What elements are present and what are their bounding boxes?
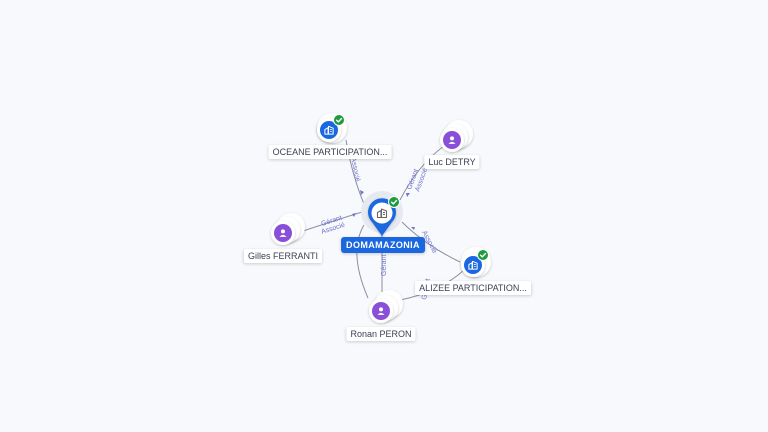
center-node-label[interactable]: DOMAMAZONIA: [341, 237, 425, 253]
node-label-gilles[interactable]: Gilles FERRANTI: [243, 249, 323, 263]
arrow-oceane: [360, 190, 364, 195]
edge-luc: [399, 145, 445, 201]
verified-icon: [388, 196, 400, 208]
node-ronan[interactable]: [369, 290, 403, 323]
arrow-luc: [406, 193, 410, 197]
node-luc[interactable]: [440, 120, 473, 152]
edge-alizee: [401, 221, 461, 263]
edge-ronan-a: [356, 224, 369, 299]
edge-label-ronan-1: Gérant: [381, 255, 388, 276]
center-node[interactable]: [361, 191, 403, 236]
arrow-gilles: [352, 213, 356, 217]
edge-gilles: [299, 211, 363, 233]
node-oceane[interactable]: [317, 113, 347, 143]
node-label-oceane[interactable]: OCEANE PARTICIPATION...: [268, 145, 392, 159]
verified-icon: [477, 249, 489, 261]
arrow-alizee: [411, 227, 415, 230]
edge-label-oceane: Associé: [349, 157, 361, 183]
verified-icon: [333, 114, 345, 126]
node-label-alizee[interactable]: ALIZEE PARTICIPATION...: [415, 281, 531, 295]
node-alizee[interactable]: [461, 247, 491, 277]
node-label-ronan[interactable]: Ronan PERON: [346, 327, 416, 341]
node-gilles[interactable]: [271, 213, 305, 245]
node-label-luc[interactable]: Luc DETRY: [424, 155, 480, 169]
